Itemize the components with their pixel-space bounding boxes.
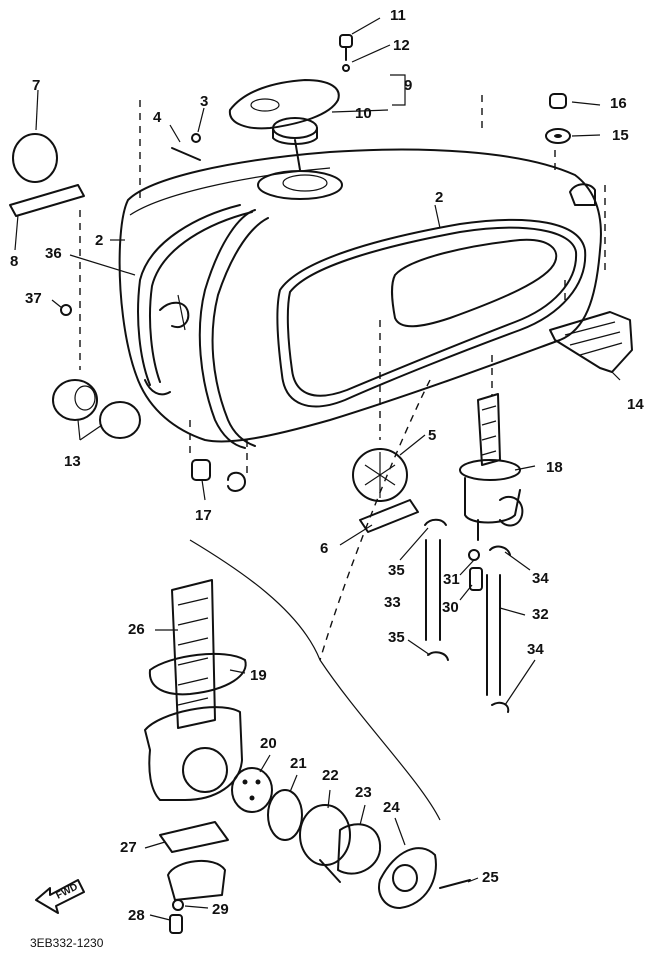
callout-14: 14 [627, 396, 644, 413]
callout-34-upper: 34 [532, 570, 549, 587]
callout-34-lower: 34 [527, 641, 544, 658]
bracket-14 [549, 311, 633, 373]
callout-7: 7 [32, 77, 40, 94]
callout-25: 25 [482, 869, 499, 886]
leader-lines [14, 17, 621, 921]
callout-15: 15 [612, 127, 629, 144]
cap-15-16 [545, 93, 571, 144]
callout-23: 23 [355, 784, 372, 801]
callout-20: 20 [260, 735, 277, 752]
callout-24: 24 [383, 799, 400, 816]
callout-26: 26 [128, 621, 145, 638]
clip-37 [60, 304, 72, 316]
forward-arrow-icon: FWD [35, 879, 85, 914]
band-7-8 [9, 133, 85, 217]
callout-22: 22 [322, 767, 339, 784]
callout-33: 33 [384, 594, 401, 611]
callout-16: 16 [610, 95, 627, 112]
part-code: 3EB332-1230 [30, 936, 104, 950]
emblem-5-6 [352, 448, 419, 533]
damper-13 [52, 379, 141, 439]
callout-27: 27 [120, 839, 137, 856]
callout-2-left: 2 [95, 232, 103, 249]
fuel-cock-lower [144, 579, 471, 934]
hoses [424, 518, 511, 713]
callout-19: 19 [250, 667, 267, 684]
bolt-3-4 [171, 133, 201, 161]
callout-11: 11 [390, 7, 406, 24]
callout-8: 8 [10, 253, 18, 270]
callout-18: 18 [546, 459, 563, 476]
callout-17: 17 [195, 507, 212, 524]
callout-10: 10 [355, 105, 372, 122]
callout-35-upper: 35 [388, 562, 405, 579]
callout-28: 28 [128, 907, 145, 924]
callout-21: 21 [290, 755, 307, 772]
guide-lines [79, 74, 606, 821]
forward-label: FWD [54, 882, 79, 902]
callout-9: 9 [404, 77, 412, 94]
callout-6: 6 [320, 540, 328, 557]
callout-2-right: 2 [435, 189, 443, 206]
fuel-cap [228, 34, 353, 145]
callout-31: 31 [443, 571, 460, 588]
callout-35-lower: 35 [388, 629, 405, 646]
callout-labels: 11 12 9 10 7 4 3 16 15 2 2 36 8 37 14 5 … [10, 7, 644, 924]
callout-32: 32 [532, 606, 549, 623]
callout-29: 29 [212, 901, 229, 918]
callout-4: 4 [153, 109, 162, 126]
callout-36: 36 [45, 245, 62, 262]
callout-13: 13 [64, 453, 81, 470]
callout-3: 3 [200, 93, 208, 110]
fuel-tank [118, 139, 602, 492]
callout-5: 5 [428, 427, 436, 444]
callout-12: 12 [393, 37, 410, 54]
callout-30: 30 [442, 599, 459, 616]
callout-37: 37 [25, 290, 42, 307]
fuel-cock-upper [459, 393, 524, 541]
